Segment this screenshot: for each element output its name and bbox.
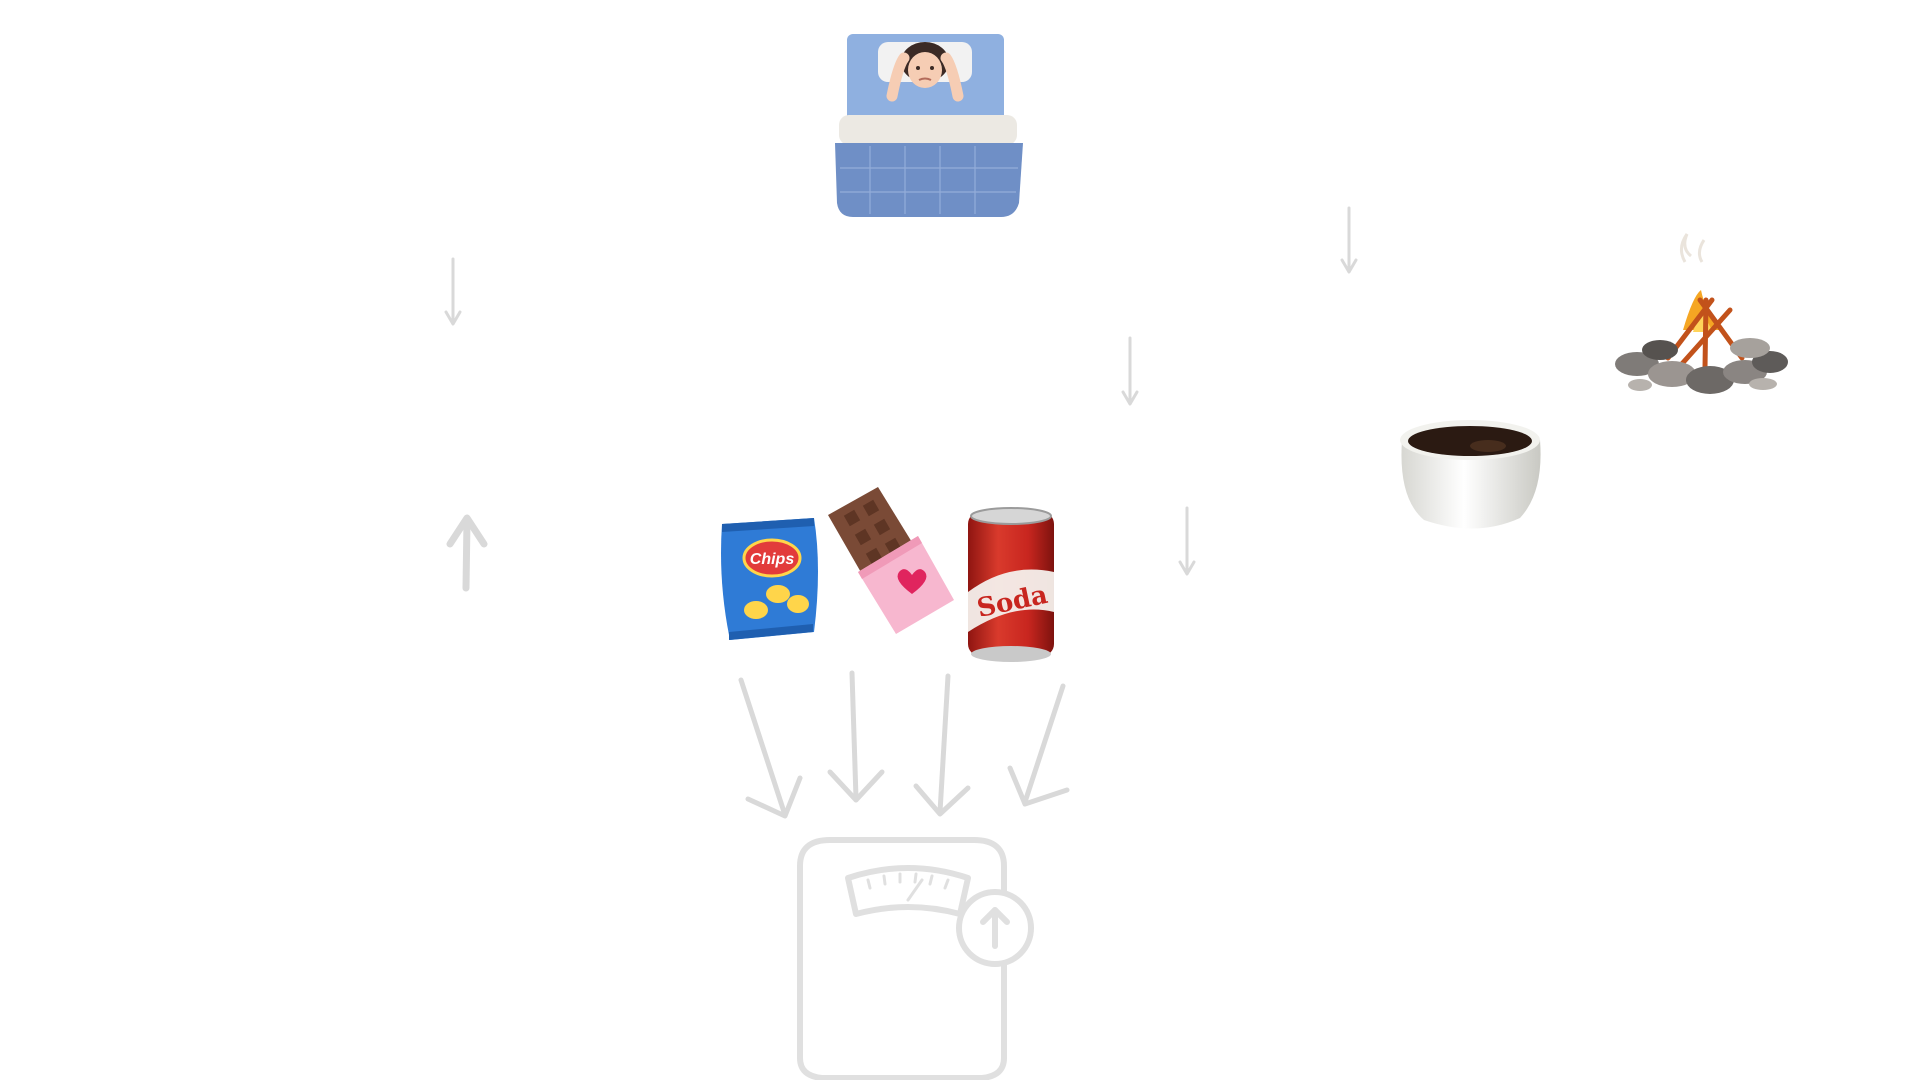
arrow-down-center <box>1121 336 1139 406</box>
arrows-layer <box>444 206 1358 819</box>
chips-bag-icon: Chips <box>721 518 818 640</box>
arrow-chips-to-scale <box>738 677 803 819</box>
coffee-cup-icon <box>1400 420 1541 529</box>
arrow-down-mid <box>1178 506 1196 576</box>
arrow-extra-to-scale <box>1007 683 1070 807</box>
arrow-up-left <box>446 514 488 592</box>
arrow-soda-to-scale <box>913 673 971 817</box>
arrow-chocolate-to-scale <box>827 670 885 803</box>
weight-scale-up-icon <box>797 837 1034 1080</box>
soda-can-icon: Soda <box>968 507 1054 662</box>
chips-label: Chips <box>750 551 795 568</box>
junk-food-group-icon: Chips Soda <box>721 487 1054 662</box>
chocolate-bar-icon <box>828 487 954 634</box>
campfire-icon <box>1615 233 1788 394</box>
arrow-down-left <box>444 257 462 326</box>
arrow-down-right <box>1340 206 1358 274</box>
person-in-bed-awake-icon <box>835 34 1023 217</box>
